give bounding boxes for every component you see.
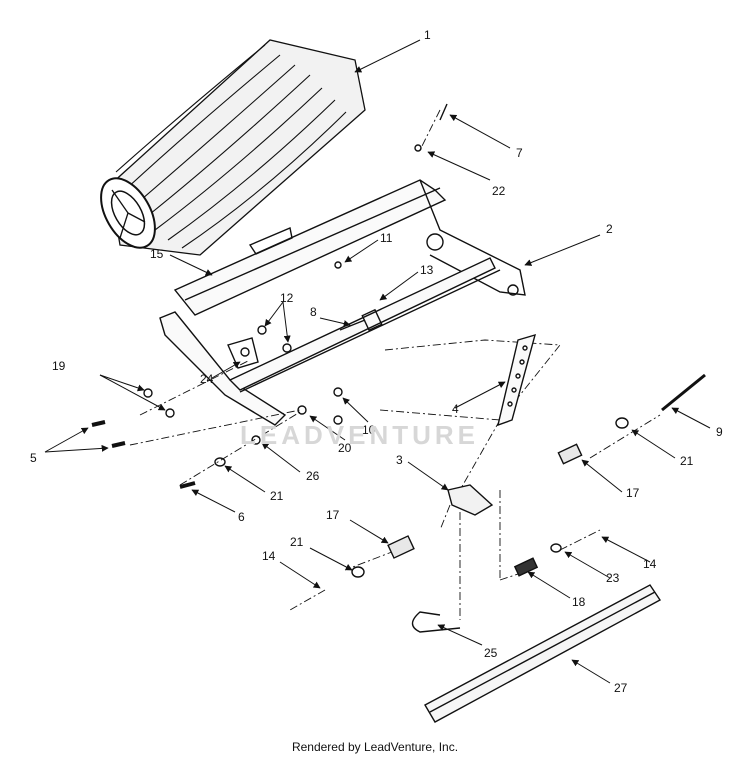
- callout-13: 13: [420, 263, 434, 277]
- callout-5: 5: [30, 451, 37, 465]
- callout-2: 2: [606, 222, 613, 236]
- frame-assembly: [159, 103, 526, 426]
- callout-14-left: 14: [262, 549, 276, 563]
- callout-7: 7: [516, 146, 523, 160]
- callout-21-lower: 21: [290, 535, 304, 549]
- callout-15: 15: [150, 247, 164, 261]
- lower-parts: [91, 333, 706, 723]
- callout-10: 10: [362, 423, 376, 437]
- rendered-by-footer: Rendered by LeadVenture, Inc.: [291, 740, 459, 754]
- leadventure-watermark: LEADVENTURE: [240, 420, 480, 450]
- callout-17-upper: 17: [626, 486, 640, 500]
- callout-11: 11: [380, 231, 393, 245]
- callout-8: 8: [310, 305, 317, 319]
- callout-4: 4: [452, 402, 459, 416]
- callout-1: 1: [424, 28, 431, 42]
- callout-14-right: 14: [643, 557, 657, 571]
- callout-24: 24: [200, 372, 214, 386]
- callout-22: 22: [492, 184, 506, 198]
- callout-27: 27: [614, 681, 628, 695]
- callout-23: 23: [606, 571, 620, 585]
- callout-20: 20: [338, 441, 352, 455]
- callout-19: 19: [52, 359, 66, 373]
- callout-9: 9: [716, 425, 723, 439]
- callout-18: 18: [572, 595, 586, 609]
- callout-21-upper: 21: [680, 454, 694, 468]
- brush-roller: [100, 39, 366, 256]
- callout-12: 12: [280, 291, 294, 305]
- callout-21-middle: 21: [270, 489, 284, 503]
- callout-3: 3: [396, 453, 403, 467]
- leader-arrows: [44, 39, 711, 684]
- callout-25: 25: [484, 646, 498, 660]
- callout-6: 6: [238, 510, 245, 524]
- callout-26: 26: [306, 469, 320, 483]
- callout-17-lower: 17: [326, 508, 340, 522]
- callout-labels: 1 7 22 2 11 15 13 12 8 19 24 4 10 20 5 3…: [30, 28, 723, 695]
